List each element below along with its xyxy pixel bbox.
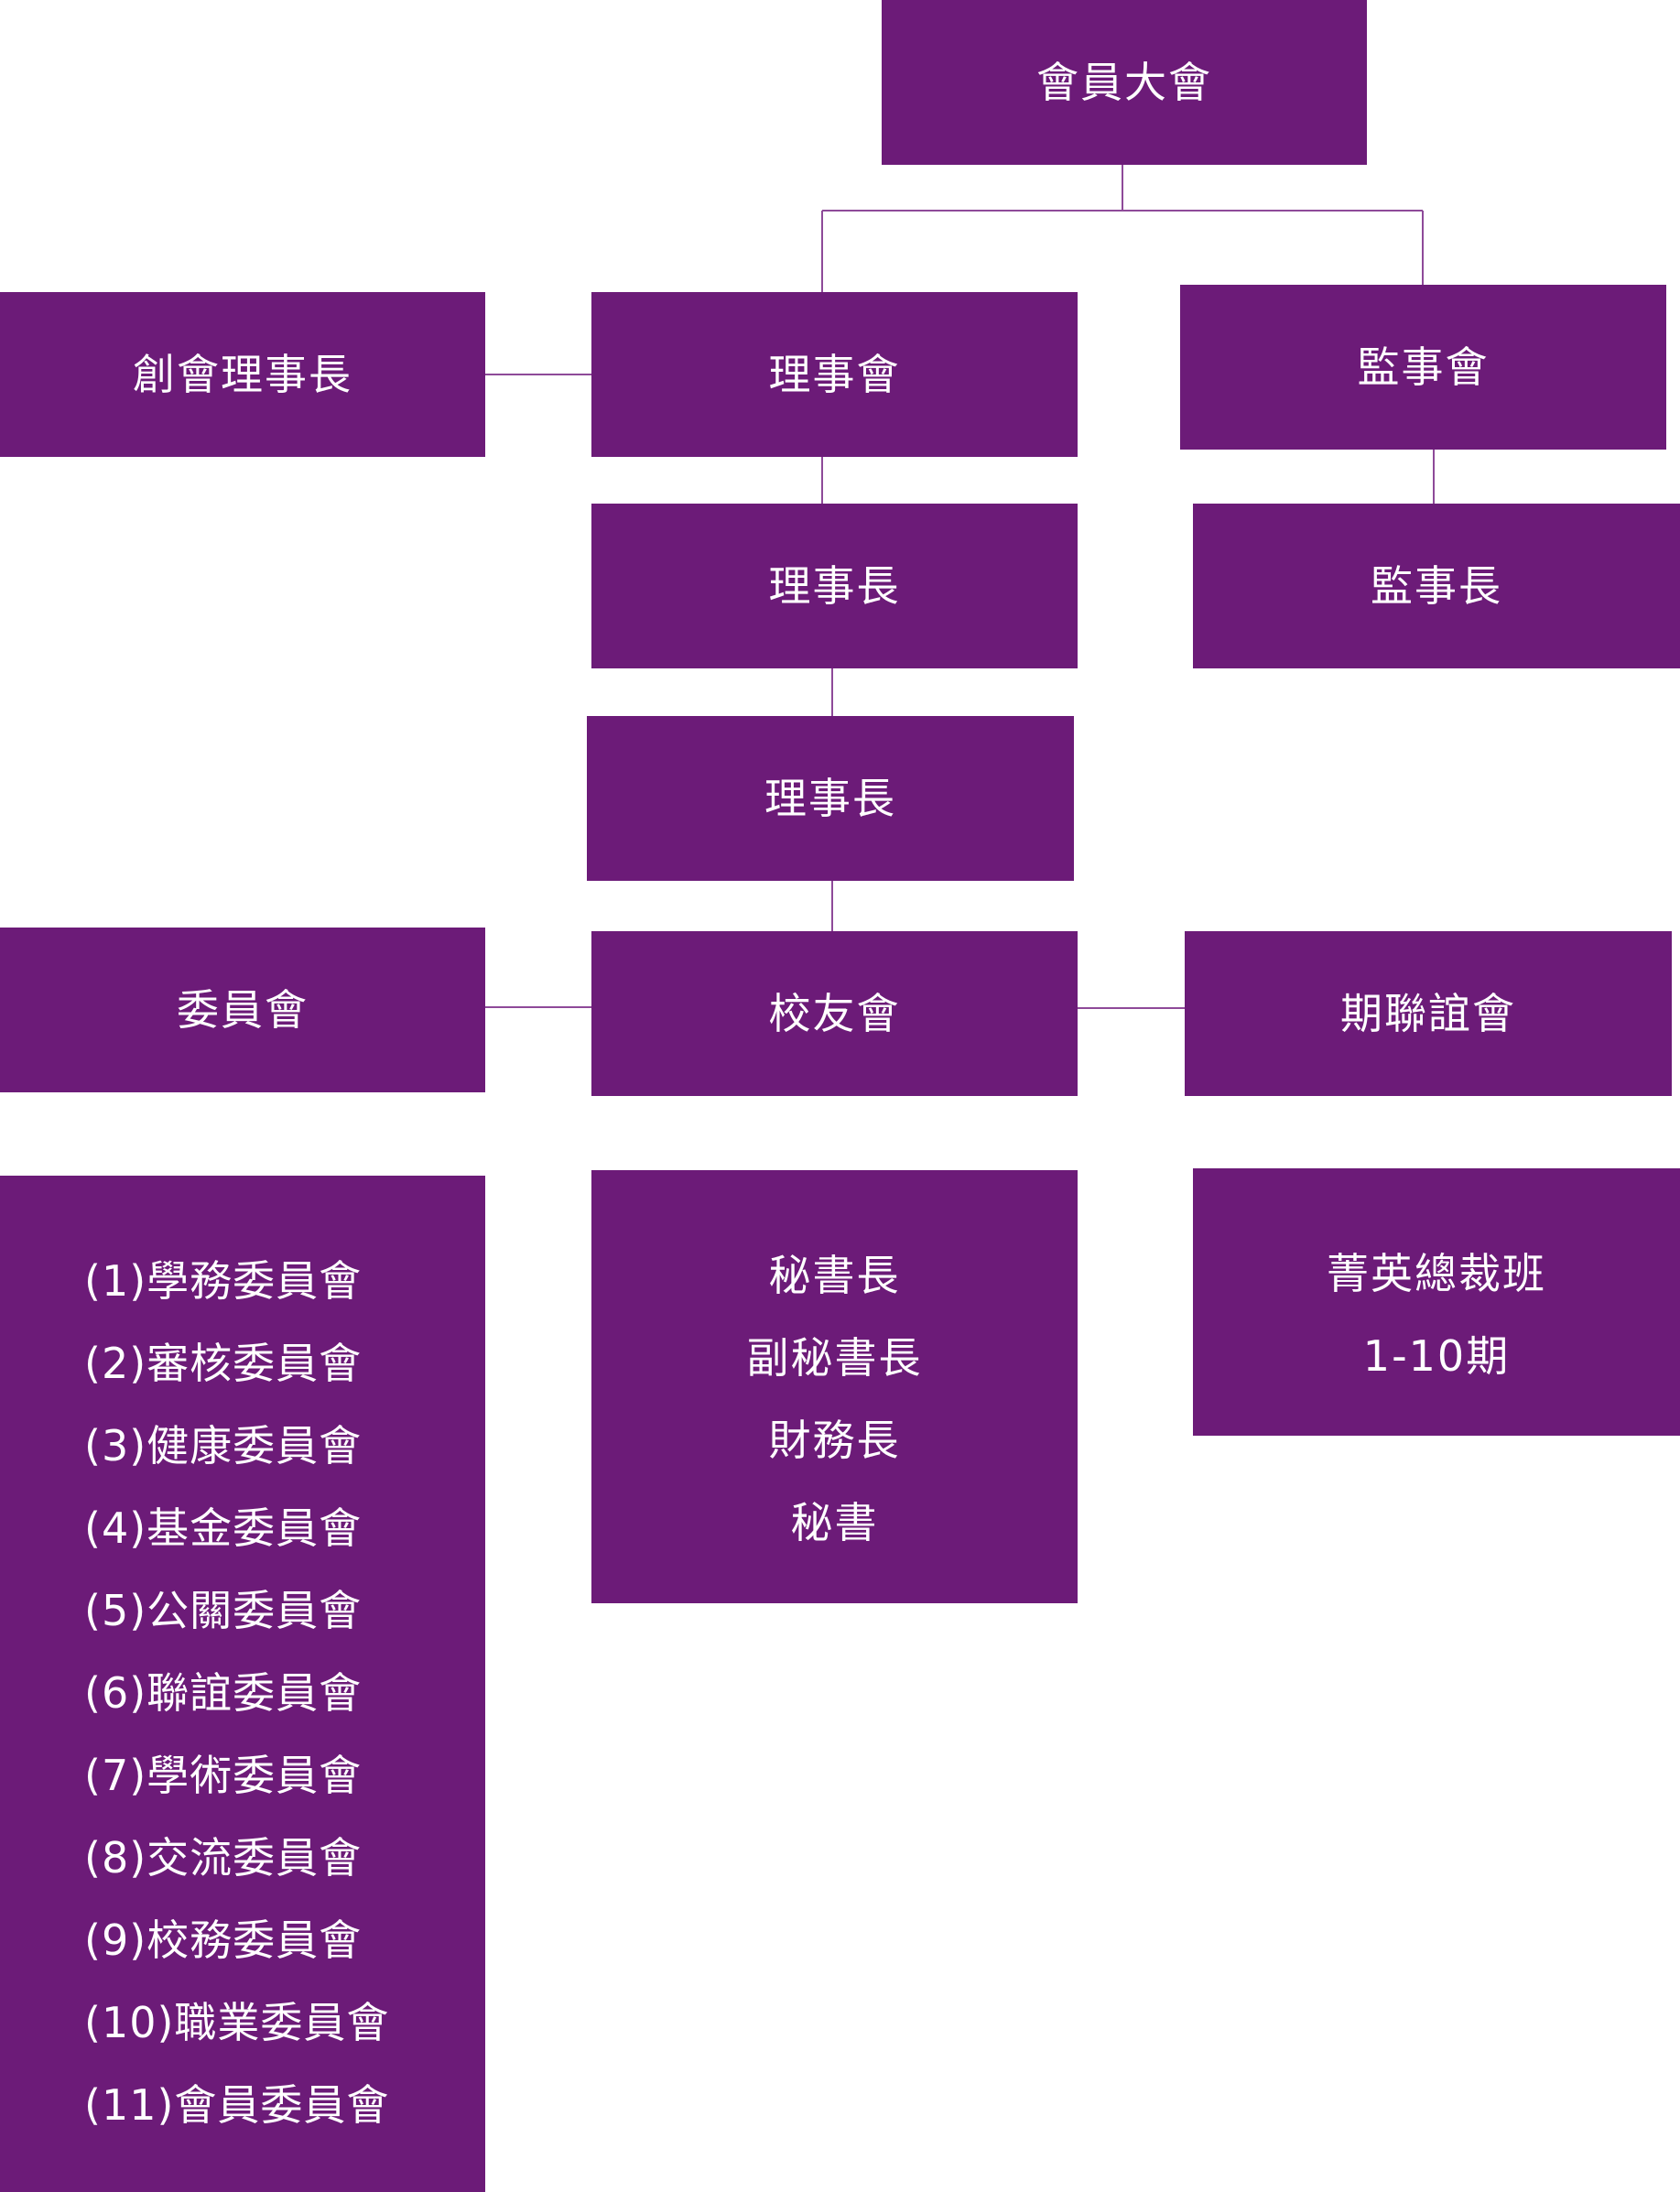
node-label: 會員大會: [1036, 58, 1212, 107]
node-president[interactable]: 理事長: [591, 504, 1078, 668]
node-label: 理事長: [764, 774, 896, 823]
node-label: 理事會: [768, 350, 901, 399]
committee-list-box: (1)學務委員會 (2)審核委員會 (3)健康委員會 (4)基金委員會 (5)公…: [0, 1176, 485, 2192]
node-class-association[interactable]: 期聯誼會: [1185, 931, 1672, 1096]
node-label: 監事長: [1371, 561, 1502, 611]
node-general-assembly[interactable]: 會員大會: [882, 0, 1367, 165]
node-label: 創會理事長: [133, 350, 352, 399]
committee-item[interactable]: (3)健康委員會: [84, 1421, 363, 1470]
committee-item[interactable]: (8)交流委員會: [84, 1833, 363, 1883]
elite-class-periods[interactable]: 1-10期: [1362, 1331, 1511, 1381]
node-supervisors[interactable]: 監事會: [1180, 285, 1666, 450]
secretariat-item[interactable]: 秘書: [790, 1498, 879, 1547]
committee-item[interactable]: (6)聯誼委員會: [84, 1668, 363, 1718]
elite-class-box: 菁英總裁班 1-10期: [1193, 1168, 1680, 1436]
node-label: 委員會: [177, 985, 309, 1035]
node-label: 期聯誼會: [1340, 989, 1516, 1038]
node-committee[interactable]: 委員會: [0, 928, 485, 1092]
node-label: 理事長: [768, 561, 901, 611]
committee-item[interactable]: (7)學術委員會: [84, 1751, 363, 1800]
node-founding-president[interactable]: 創會理事長: [0, 292, 485, 457]
node-president-2[interactable]: 理事長: [587, 716, 1074, 881]
elite-class-title[interactable]: 菁英總裁班: [1327, 1249, 1546, 1298]
committee-item[interactable]: (11)會員委員會: [84, 2080, 390, 2130]
secretariat-item[interactable]: 財務長: [768, 1416, 901, 1465]
node-label: 監事會: [1357, 342, 1490, 392]
committee-item[interactable]: (2)審核委員會: [84, 1339, 363, 1388]
node-label: 校友會: [768, 989, 901, 1038]
secretariat-item[interactable]: 秘書長: [768, 1251, 901, 1300]
secretariat-item[interactable]: 副秘書長: [746, 1333, 923, 1383]
node-board[interactable]: 理事會: [591, 292, 1078, 457]
node-alumni[interactable]: 校友會: [591, 931, 1078, 1096]
committee-item[interactable]: (5)公關委員會: [84, 1586, 363, 1635]
committee-item[interactable]: (1)學務委員會: [84, 1256, 363, 1306]
node-chief-supervisor[interactable]: 監事長: [1193, 504, 1680, 668]
committee-item[interactable]: (9)校務委員會: [84, 1915, 363, 1965]
committee-item[interactable]: (4)基金委員會: [84, 1503, 363, 1553]
committee-item[interactable]: (10)職業委員會: [84, 1998, 390, 2047]
secretariat-box: 秘書長 副秘書長 財務長 秘書: [591, 1170, 1078, 1603]
